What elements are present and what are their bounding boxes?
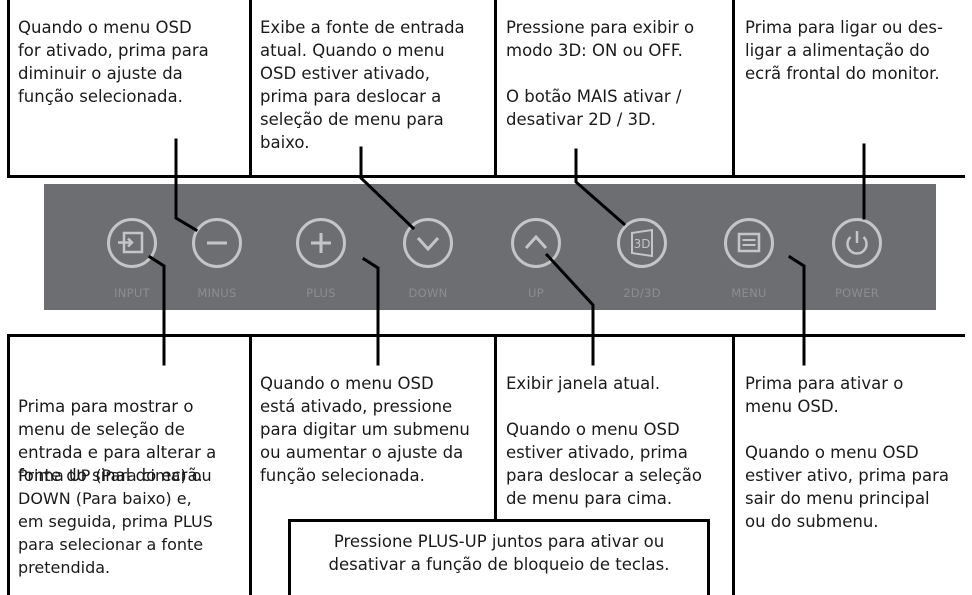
input-button-label: INPUT [114, 286, 150, 300]
divider [249, 334, 252, 595]
callout-menu: Prima para ativar o menu OSD. Quando o m… [745, 374, 950, 531]
key-lock-note-box: Pressione PLUS-UP juntos para ativar ou … [288, 519, 710, 595]
2d3d-button-label: 2D/3D [623, 286, 661, 300]
menu-button-label: MENU [731, 286, 767, 300]
callout-input-part1: Prima para mostrar o menu de seleção de … [18, 397, 217, 485]
power-button[interactable] [832, 218, 882, 268]
leader-minus [174, 138, 199, 233]
3d-icon-text: 3D [634, 237, 651, 251]
plus-button-label: PLUS [306, 286, 336, 300]
power-icon [846, 231, 868, 255]
divider [7, 0, 10, 178]
divider [494, 0, 497, 178]
divider [494, 334, 497, 520]
callout-power: Prima para ligar ou des- ligar a aliment… [745, 18, 943, 83]
chevron-down-icon [416, 236, 440, 252]
down-button[interactable] [403, 218, 453, 268]
plus-icon [311, 233, 331, 253]
divider [249, 0, 252, 178]
leader-plus [361, 256, 380, 366]
callout-down: Exibe a fonte de entrada atual. Quando o… [260, 18, 465, 152]
divider [732, 0, 735, 178]
down-button-label: DOWN [408, 286, 448, 300]
callout-input-part2: Prima UP (Para cima) ou DOWN (Para baixo… [18, 466, 213, 577]
3d-icon: 3D [631, 228, 653, 258]
input-button[interactable] [107, 218, 157, 268]
minus-icon [207, 241, 227, 245]
up-button[interactable] [511, 218, 561, 268]
leader-input [147, 254, 166, 366]
minus-button[interactable] [192, 218, 242, 268]
divider [7, 334, 965, 337]
2d3d-button[interactable]: 3D [617, 218, 667, 268]
callout-input: Prima para mostrar o menu de seleção de … [18, 372, 248, 487]
minus-button-label: MINUS [197, 286, 237, 300]
chevron-up-icon [524, 234, 548, 250]
menu-icon [737, 232, 761, 253]
power-button-label: POWER [834, 286, 880, 300]
up-button-label: UP [528, 286, 544, 300]
divider [7, 334, 10, 595]
callout-up: Exibir janela atual. Quando o menu OSD e… [506, 374, 702, 508]
leader-up [544, 252, 595, 366]
key-lock-note: Pressione PLUS-UP juntos para ativar ou … [328, 532, 670, 574]
callout-minus: Quando o menu OSD for ativado, prima par… [18, 18, 209, 106]
leader-menu [787, 254, 806, 366]
divider [732, 334, 735, 595]
leader-2d3d [574, 148, 627, 227]
menu-button[interactable] [724, 218, 774, 268]
plus-button[interactable] [296, 218, 346, 268]
callout-plus: Quando o menu OSD está ativado, pression… [260, 374, 470, 485]
input-icon [118, 231, 144, 254]
callout-2d3d: Pressione para exibir o modo 3D: ON ou O… [506, 18, 695, 129]
leader-down [359, 146, 416, 231]
divider [7, 175, 965, 178]
